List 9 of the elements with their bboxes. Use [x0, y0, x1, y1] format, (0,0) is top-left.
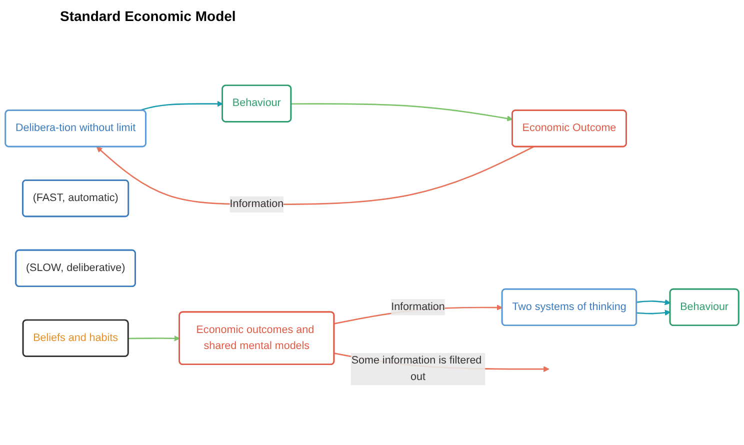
edge-label: Information	[230, 198, 284, 210]
arrow	[139, 100, 223, 111]
diagram-title: Standard Economic Model	[60, 8, 236, 24]
arrow	[636, 299, 671, 305]
arrow	[291, 102, 513, 122]
edge-label: Information	[391, 300, 445, 312]
arrow	[128, 335, 180, 342]
arrow	[636, 309, 671, 316]
edge-label: Some information is filtered out	[351, 354, 482, 382]
